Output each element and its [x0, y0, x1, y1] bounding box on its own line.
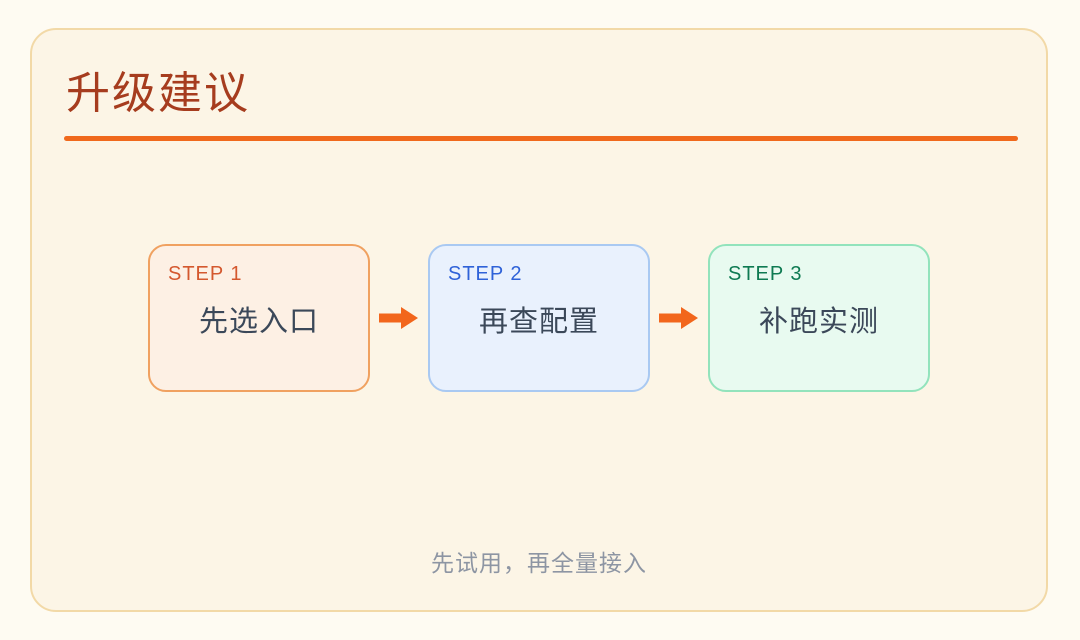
- title-divider: [64, 136, 1018, 142]
- step-2-label: STEP 2: [448, 263, 523, 286]
- step-box-1: STEP 1 先选入口: [148, 244, 370, 393]
- step-1-label: STEP 1: [168, 263, 243, 286]
- step-3-text: 补跑实测: [758, 306, 879, 339]
- step-box-3: STEP 3 补跑实测: [708, 244, 930, 393]
- step-3-label: STEP 3: [728, 263, 803, 286]
- arrow-icon: [650, 306, 708, 330]
- step-box-2: STEP 2 再查配置: [428, 244, 650, 393]
- footer-note: 先试用，再全量接入: [431, 550, 647, 577]
- upgrade-advice-card: 升级建议 STEP 1 先选入口 STEP 2 再查配置 STEP 3 补跑实测…: [30, 28, 1048, 612]
- page-title: 升级建议: [66, 69, 250, 118]
- step-2-text: 再查配置: [478, 306, 599, 339]
- step-1-text: 先选入口: [198, 306, 319, 339]
- arrow-icon: [370, 306, 428, 330]
- steps-row: STEP 1 先选入口 STEP 2 再查配置 STEP 3 补跑实测: [64, 244, 1014, 393]
